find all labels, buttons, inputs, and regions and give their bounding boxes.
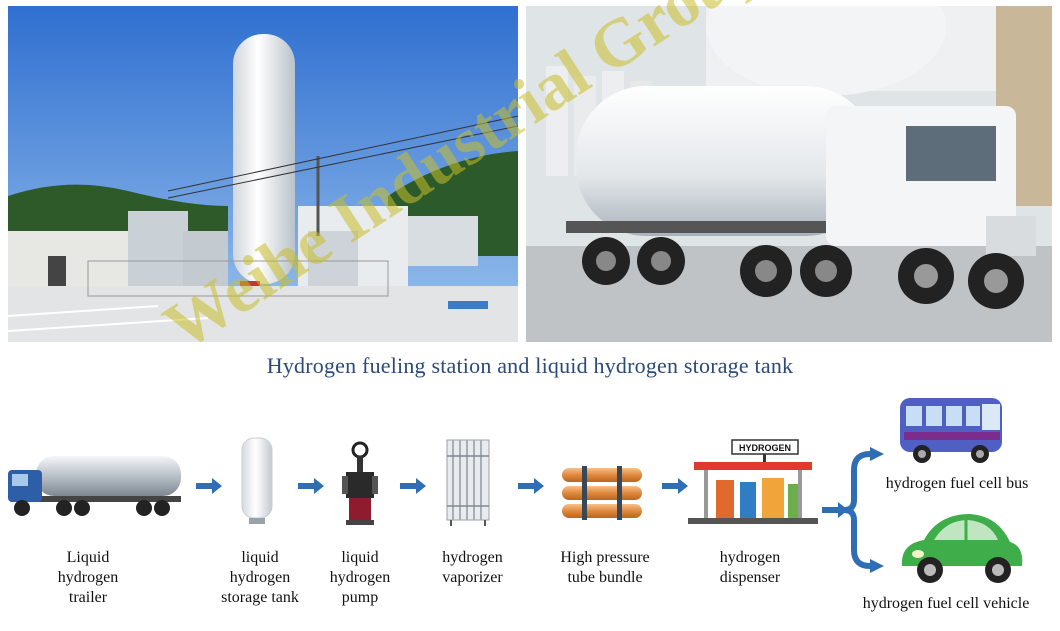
step-label-tube-bundle: High pressure tube bundle: [560, 549, 650, 586]
tube-bundle-icon: [560, 466, 644, 522]
fuel-cell-car-icon: [894, 506, 1028, 588]
dispenser-sign-text: HYDROGEN: [739, 443, 791, 453]
flow-arrow-3: [400, 478, 426, 494]
pump-icon: [340, 440, 380, 528]
branch-bracket: [843, 447, 884, 573]
storage-tank-icon: [240, 436, 274, 526]
flow-arrow-6: [822, 502, 848, 518]
dispenser-station-icon: HYDROGEN: [688, 438, 818, 530]
tanker-truck-photo: [526, 6, 1052, 342]
figure-caption: Hydrogen fueling station and liquid hydr…: [266, 353, 794, 378]
flow-arrow-5: [662, 478, 688, 494]
step-label-pump: liquid hydrogen pump: [329, 549, 391, 606]
liquid-hydrogen-trailer-icon: [6, 452, 184, 522]
step-label-storage-tank: liquid hydrogen storage tank: [221, 549, 299, 606]
step-label-dispenser: hydrogen dispenser: [719, 549, 781, 586]
fuel-cell-bus-icon: [896, 392, 1006, 466]
output-label-bus: hydrogen fuel cell bus: [885, 475, 1029, 492]
fueling-station-photo: [8, 6, 518, 342]
output-label-car: hydrogen fuel cell vehicle: [862, 595, 1030, 612]
step-label-vaporizer: hydrogen vaporizer: [442, 549, 503, 586]
flow-arrow-1: [196, 478, 222, 494]
flow-arrow-4: [518, 478, 544, 494]
step-label-trailer: Liquid hydrogen trailer: [57, 549, 119, 606]
flow-arrow-2: [298, 478, 324, 494]
vaporizer-icon: [443, 436, 493, 528]
